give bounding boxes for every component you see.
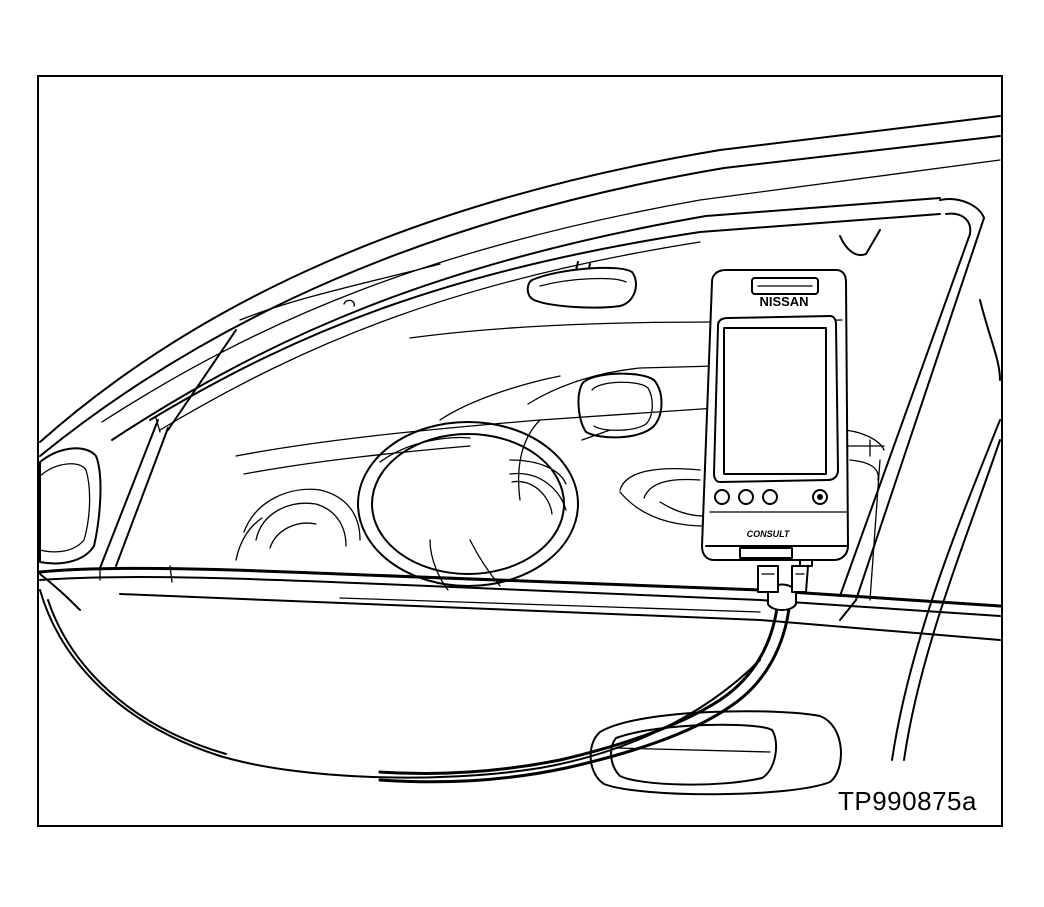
door-belt-line: [38, 565, 1002, 641]
figure-id-label: TP990875a: [838, 786, 977, 816]
consult-cable: [378, 598, 792, 784]
figure-frame: [37, 75, 1003, 827]
door-panel: [39, 299, 1001, 779]
dashboard: [235, 321, 885, 527]
device-brand-label: NISSAN: [759, 294, 808, 309]
steering-wheel: [357, 421, 579, 591]
instrument-cluster: [235, 488, 361, 561]
cable-connector: [757, 547, 813, 611]
rearview-mirror: [526, 261, 637, 309]
side-mirror: [39, 447, 102, 565]
air-vent: [577, 372, 663, 441]
device-model-label: CONSULT: [747, 529, 791, 539]
consult-device: NISSAN CONSULT: [701, 269, 849, 561]
sun-visor: [839, 229, 881, 256]
roof-line: [39, 115, 1001, 457]
windshield-frame: [99, 198, 985, 601]
